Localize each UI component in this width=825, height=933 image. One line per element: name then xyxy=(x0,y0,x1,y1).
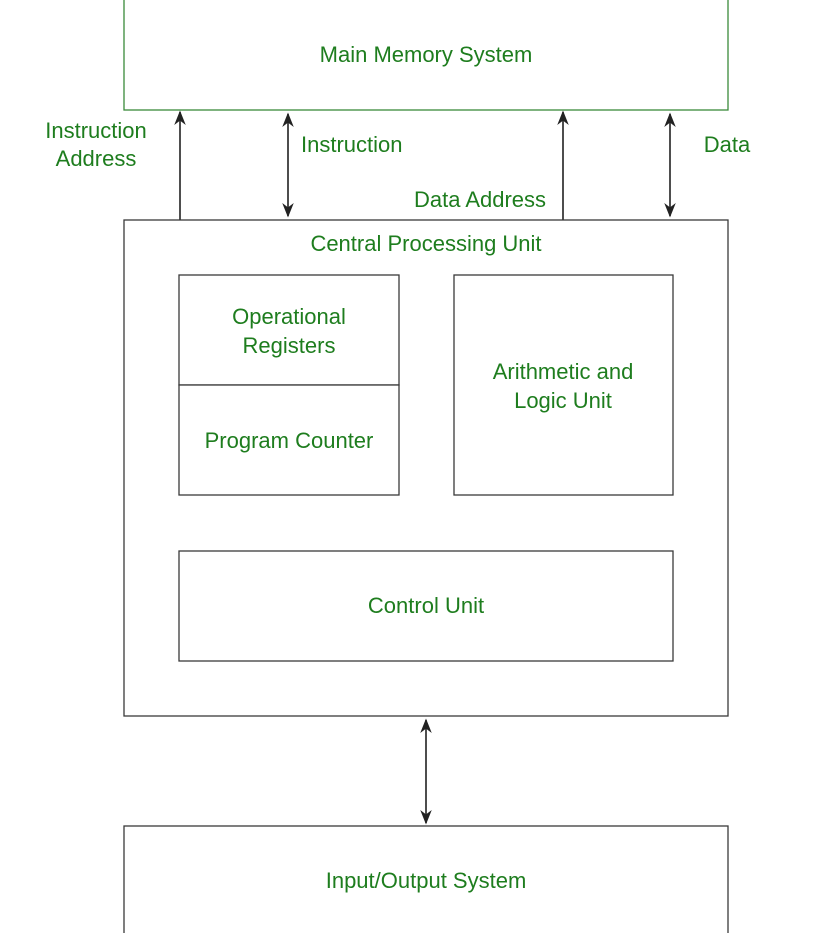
alu-label-line2: Logic Unit xyxy=(514,388,612,413)
operational-registers-box xyxy=(178,274,400,386)
data-address-label: Data Address xyxy=(414,187,546,212)
operational-registers-label-line2: Registers xyxy=(243,333,336,358)
control-unit-block: Control Unit xyxy=(178,550,674,662)
memory-cpu-links: Instruction Address Instruction Data Add… xyxy=(45,110,751,220)
io-box xyxy=(123,825,729,933)
program-counter-box xyxy=(178,384,400,496)
alu-block: Arithmetic and Logic Unit xyxy=(453,274,674,496)
instruction-address-label-line2: Address xyxy=(56,146,137,171)
io-label: Input/Output System xyxy=(326,868,527,893)
alu-box xyxy=(453,274,674,496)
main-memory-box xyxy=(123,0,729,111)
cpu-label: Central Processing Unit xyxy=(310,231,541,256)
operational-registers-label-line1: Operational xyxy=(232,304,346,329)
program-counter-label: Program Counter xyxy=(205,428,374,453)
instruction-label: Instruction xyxy=(301,132,403,157)
instruction-address-label-line1: Instruction xyxy=(45,118,147,143)
input-output-system: Input/Output System xyxy=(123,825,729,933)
main-memory-system: Main Memory System xyxy=(123,0,729,111)
control-unit-label: Control Unit xyxy=(368,593,484,618)
control-unit-box xyxy=(178,550,674,662)
central-processing-unit: Central Processing Unit Operational Regi… xyxy=(123,219,729,717)
alu-label-line1: Arithmetic and xyxy=(493,359,634,384)
main-memory-label: Main Memory System xyxy=(320,42,533,67)
registers-block: Operational Registers Program Counter xyxy=(178,274,400,496)
data-label: Data xyxy=(704,132,751,157)
